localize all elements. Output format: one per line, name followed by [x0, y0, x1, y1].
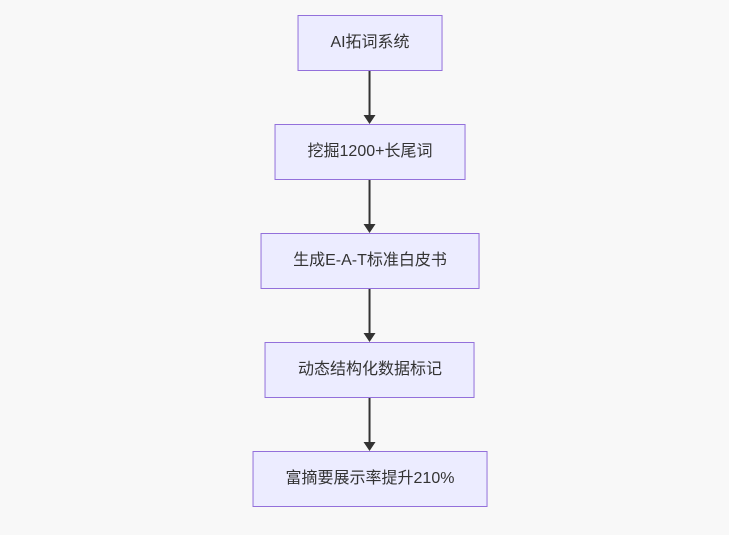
flowchart: AI拓词系统 挖掘1200+长尾词 生成E-A-T标准白皮书 动态结构化数据标记… — [252, 15, 488, 507]
arrowhead-down-icon — [364, 333, 376, 342]
flow-node-structured-data-markup: 动态结构化数据标记 — [264, 342, 475, 398]
arrowhead-down-icon — [364, 224, 376, 233]
arrowhead-down-icon — [364, 115, 376, 124]
edge-line — [369, 71, 371, 115]
edge-a-to-b — [364, 71, 376, 124]
edge-d-to-e — [364, 398, 376, 451]
flow-node-ai-keyword-system: AI拓词系统 — [297, 15, 443, 71]
flow-node-label: 挖掘1200+长尾词 — [307, 143, 433, 160]
edge-line — [369, 180, 371, 224]
arrowhead-down-icon — [364, 442, 376, 451]
edge-c-to-d — [364, 289, 376, 342]
flow-node-label: AI拓词系统 — [330, 34, 410, 51]
edge-b-to-c — [364, 180, 376, 233]
flow-node-rich-snippet-result: 富摘要展示率提升210% — [252, 451, 488, 507]
flow-node-eat-whitepaper: 生成E-A-T标准白皮书 — [260, 233, 480, 289]
flow-node-label: 生成E-A-T标准白皮书 — [293, 252, 447, 269]
flow-node-label: 富摘要展示率提升210% — [285, 470, 455, 487]
flow-node-longtail-mining: 挖掘1200+长尾词 — [274, 124, 466, 180]
edge-line — [369, 289, 371, 333]
flow-node-label: 动态结构化数据标记 — [297, 361, 442, 378]
edge-line — [369, 398, 371, 442]
